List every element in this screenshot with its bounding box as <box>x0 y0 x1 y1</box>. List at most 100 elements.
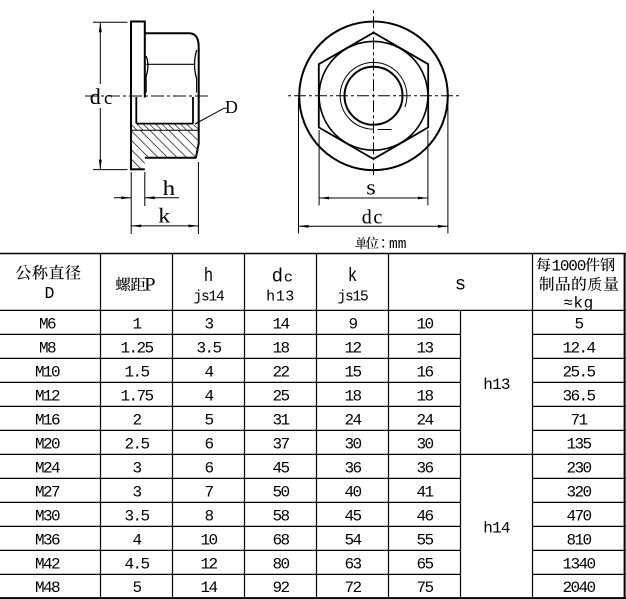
svg-text:10: 10 <box>200 532 217 550</box>
svg-text:9: 9 <box>348 316 357 334</box>
svg-text:58: 58 <box>272 508 289 526</box>
svg-text:14: 14 <box>272 316 289 334</box>
svg-text:37: 37 <box>272 436 289 454</box>
svg-text:M24: M24 <box>35 460 60 478</box>
svg-text:135: 135 <box>566 436 591 454</box>
svg-text:40: 40 <box>344 484 361 502</box>
svg-text:5: 5 <box>574 316 583 334</box>
svg-text:30: 30 <box>344 436 361 454</box>
svg-text:h: h <box>163 176 176 200</box>
svg-text:470: 470 <box>566 508 591 526</box>
svg-text:13: 13 <box>416 340 433 358</box>
svg-text:25: 25 <box>272 388 289 406</box>
svg-text:5: 5 <box>132 579 141 597</box>
svg-text:js15: js15 <box>337 290 368 306</box>
svg-text:1.5: 1.5 <box>124 364 149 382</box>
svg-text:24: 24 <box>344 412 361 430</box>
svg-text:55: 55 <box>416 532 433 550</box>
svg-text:2: 2 <box>132 412 141 430</box>
svg-text:16: 16 <box>416 364 433 382</box>
svg-text:c: c <box>284 270 293 287</box>
svg-text:M42: M42 <box>35 556 60 574</box>
svg-text:75: 75 <box>416 579 433 597</box>
svg-text:24: 24 <box>416 412 433 430</box>
svg-text:6: 6 <box>204 436 213 454</box>
svg-text:s: s <box>455 274 466 296</box>
svg-text:1: 1 <box>132 316 141 334</box>
svg-text:P: P <box>144 274 156 295</box>
svg-text:d: d <box>272 265 283 287</box>
svg-text:10: 10 <box>416 316 433 334</box>
svg-text:3.5: 3.5 <box>196 340 221 358</box>
svg-text:h13: h13 <box>266 289 295 306</box>
svg-text:M12: M12 <box>35 388 60 406</box>
svg-text:h: h <box>204 265 213 287</box>
svg-text:63: 63 <box>344 556 361 574</box>
svg-text:M36: M36 <box>35 532 60 550</box>
svg-text:3.5: 3.5 <box>124 508 149 526</box>
svg-text:M30: M30 <box>35 508 60 526</box>
svg-text:5: 5 <box>204 412 213 430</box>
svg-text:36: 36 <box>416 460 433 478</box>
svg-text:3: 3 <box>204 316 213 334</box>
svg-text:18: 18 <box>416 388 433 406</box>
svg-text:12: 12 <box>344 340 361 358</box>
svg-text:230: 230 <box>566 460 591 478</box>
svg-text:45: 45 <box>344 508 361 526</box>
svg-text:54: 54 <box>344 532 361 550</box>
svg-text:2040: 2040 <box>562 579 595 597</box>
svg-text:22: 22 <box>272 364 289 382</box>
svg-text:65: 65 <box>416 556 433 574</box>
svg-text:18: 18 <box>344 388 361 406</box>
svg-text:4: 4 <box>204 388 213 406</box>
svg-text:7: 7 <box>204 484 213 502</box>
svg-text:72: 72 <box>344 579 361 597</box>
svg-text:3: 3 <box>132 460 141 478</box>
svg-text:320: 320 <box>566 484 591 502</box>
svg-text:4.5: 4.5 <box>124 556 149 574</box>
svg-text:1.75: 1.75 <box>120 388 153 406</box>
svg-text:1000: 1000 <box>552 257 586 275</box>
svg-text:≈kg: ≈kg <box>563 294 594 312</box>
svg-text:M16: M16 <box>35 412 60 430</box>
svg-text:s: s <box>366 175 376 200</box>
svg-text:js14: js14 <box>193 290 224 306</box>
svg-text:25.5: 25.5 <box>562 364 595 382</box>
svg-text:68: 68 <box>272 532 289 550</box>
svg-text:M48: M48 <box>35 579 60 597</box>
svg-text:12.4: 12.4 <box>562 340 595 358</box>
svg-text:M8: M8 <box>39 340 56 358</box>
svg-text:1.25: 1.25 <box>120 340 153 358</box>
svg-text:12: 12 <box>200 556 217 574</box>
svg-text:30: 30 <box>416 436 433 454</box>
svg-text:80: 80 <box>272 556 289 574</box>
svg-text:50: 50 <box>272 484 289 502</box>
svg-text:D: D <box>45 284 55 303</box>
svg-text:36.5: 36.5 <box>562 388 595 406</box>
svg-text:h13: h13 <box>483 376 510 394</box>
svg-text:41: 41 <box>416 484 433 502</box>
svg-text:6: 6 <box>204 460 213 478</box>
svg-text:k: k <box>158 204 171 228</box>
svg-text:46: 46 <box>416 508 433 526</box>
svg-text:4: 4 <box>132 532 141 550</box>
svg-text:M6: M6 <box>39 316 56 334</box>
svg-text:M20: M20 <box>35 436 60 454</box>
svg-text:92: 92 <box>272 579 289 597</box>
svg-text:d: d <box>90 84 101 109</box>
svg-text:4: 4 <box>204 364 213 382</box>
svg-text:45: 45 <box>272 460 289 478</box>
svg-text:18: 18 <box>272 340 289 358</box>
svg-text:mm: mm <box>389 237 406 253</box>
svg-text:3: 3 <box>132 484 141 502</box>
svg-text:8: 8 <box>204 508 213 526</box>
svg-text:810: 810 <box>566 532 591 550</box>
svg-text:14: 14 <box>200 579 217 597</box>
svg-text:M27: M27 <box>35 484 60 502</box>
svg-text:D: D <box>225 97 238 117</box>
svg-text:31: 31 <box>272 412 289 430</box>
svg-text:15: 15 <box>344 364 361 382</box>
svg-text:1340: 1340 <box>562 556 595 574</box>
svg-text:k: k <box>348 265 358 287</box>
svg-text:36: 36 <box>344 460 361 478</box>
